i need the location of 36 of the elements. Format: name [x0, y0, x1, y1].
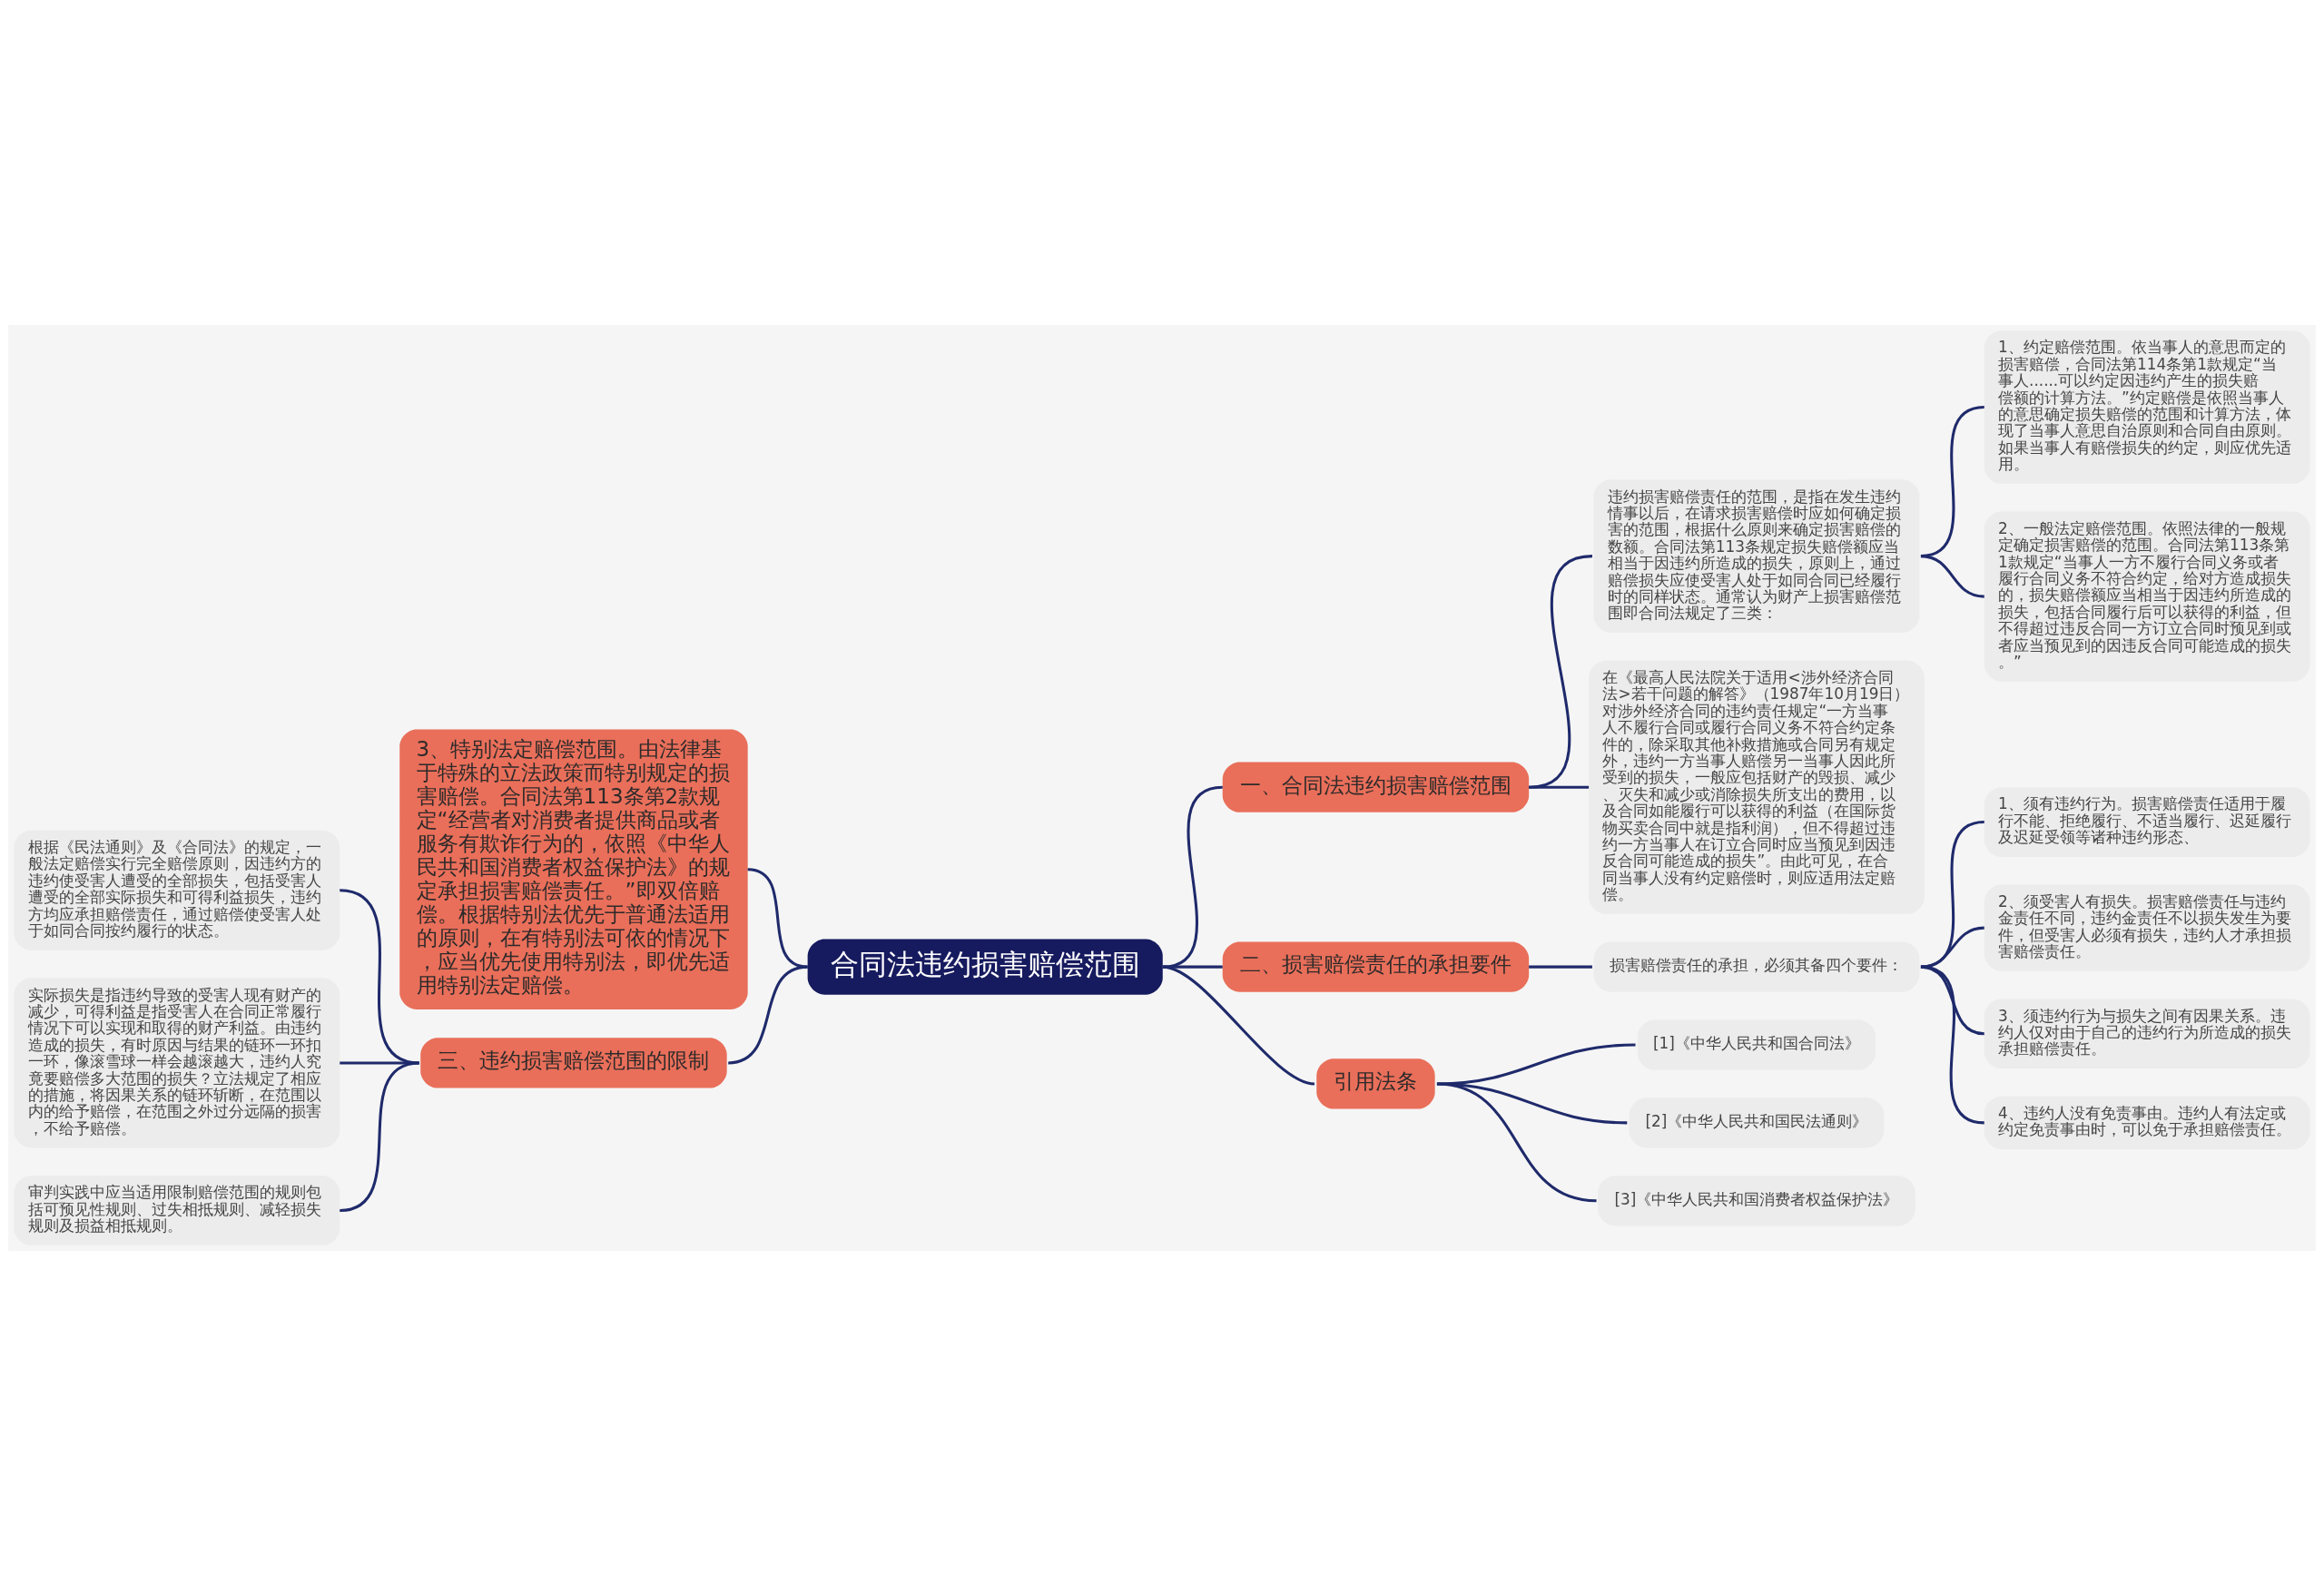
node-box: [3]《中华人民共和国消费者权益保护法》	[1598, 1175, 1915, 1226]
node-box: 2、一般法定赔偿范围。依照法律的一般规定确定损害赔偿的范围。合同法第113条第1款规定“当事人一方不履行合同义务或者履行合同义务不符合约定，给对方造成损失的，损失赔偿额应当相当于因违约所造成的损失，包括合同履行后可以获得的利益，但不得超过违反合同一方订立合同时预见到或者应当预见到的因违反合同可能造成的损失。”	[1984, 511, 2310, 682]
node-box: [2]《中华人民共和国民法通则》	[1629, 1097, 1885, 1147]
node-box: 4、违约人没有免责事由。违约人有法定或约定免责事由时，可以免于承担赔偿责任。	[1984, 1096, 2310, 1149]
node-box: 根据《民法通则》及《合同法》的规定，一般法定赔偿实行完全赔偿原则，因违约方的违约使受害人遭受的全部损失，包括受害人遭受的全部实际损失和可得利益损失，违约方均应承担赔偿责任，通过赔偿使受害人处于如同合同按约履行的状态。	[14, 830, 340, 950]
node-box: 实际损失是指违约导致的受害人现有财产的减少，可得利益是指受害人在合同正常履行情况下可以实现和取得的财产利益。由违约造成的损失，有时原因与结果的链环一环扣一环，像滚雪球一样会越滚越大，违约人究竟要赔偿多大范围的损失？立法规定了相应的措施，将因果关系的链环斩断，在范围以内的给予赔偿，在范围之外过分远隔的损害，不给予赔偿。	[14, 977, 340, 1147]
node-box: 1、须有违约行为。损害赔偿责任适用于履行不能、拒绝履行、不适当履行、迟延履行及迟延受领等诸种违约形态、	[1984, 786, 2310, 857]
node-box: 1、约定赔偿范围。依当事人的意思而定的损害赔偿，合同法第114条第1款规定“当事人......可以约定因违约产生的损失赔偿额的计算方法。”约定赔偿是依照当事人的意思确定损失赔偿的范围和计算方法，体现了当事人意思自治原则和合同自由原则。如果当事人有赔偿损失的约定，则应优先适用。	[1984, 330, 2310, 484]
connector	[1920, 926, 1984, 969]
connector	[1529, 965, 1592, 969]
node-box: 二、损害赔偿责任的承担要件	[1222, 941, 1530, 992]
connector	[747, 867, 808, 969]
node-box: 违约损害赔偿责任的范围，是指在发生违约情事以后，在请求损害赔偿时应如何确定损害的范围，根据什么原则来确定损害赔偿的数额。合同法第113条规定损失赔偿额应当相当于因违约所造成的损失，原则上，通过赔偿损失应使受害人处于如同合同已经履行时的同样状态。通常认为财产上损害赔偿范围即合同法规定了三类：	[1593, 478, 1920, 633]
node-box: 在《最高人民法院关于适用<涉外经济合同法>若干问题的解答》（1987年10月19日）对涉外经济合同的违约责任规定“一方当事人不履行合同或履行合同义务不符合约定条件的，除采取其他补救措施或合同另有规定外，违约一方当事人赔偿另一当事人因此所受到的损失，一般应包括财产的毁损、减少、灭失和减少或消除损失所支出的费用，以及合同如能履行可以获得的利益（在国际货物买卖合同中就是指利润），但不得超过违约一方当事人在订立合同时应当预见到因违反合同可能造成的损失”。由此可见，在合同当事人没有约定赔偿时，则应适用法定赔偿。	[1589, 660, 1925, 914]
connector	[1528, 554, 1593, 789]
connector	[1920, 820, 1985, 969]
node-box: 合同法违约损害赔偿范围	[807, 938, 1163, 995]
connector	[1529, 785, 1590, 789]
node-box: 损害赔偿责任的承担，必须其备四个要件：	[1593, 941, 1920, 992]
node-box: 2、须受害人有损失。损害赔偿责任与违约金责任不同，违约金责任不以损失发生为要件，但受害人必须有损失，违约人才承担损害赔偿责任。	[1984, 884, 2310, 971]
node-box: 审判实践中应当适用限制赔偿范围的规则包括可预见性规则、过失相抵规则、减轻损失规则及损益相抵规则。	[14, 1175, 340, 1245]
node-box: 三、违约损害赔偿范围的限制	[420, 1037, 727, 1088]
node-box: 一、合同法违约损害赔偿范围	[1222, 762, 1530, 812]
connector	[1436, 1081, 1597, 1202]
connector	[1162, 965, 1315, 1085]
connector	[1162, 785, 1224, 969]
connector	[340, 1060, 419, 1064]
connector	[1920, 965, 1985, 1124]
node-box: 引用法条	[1316, 1058, 1435, 1109]
connector	[340, 1060, 419, 1212]
connector	[340, 888, 419, 1064]
node-box: [1]《中华人民共和国合同法》	[1637, 1019, 1876, 1070]
connector	[727, 965, 808, 1064]
node-box: 3、特别法定赔偿范围。由法律基于特殊的立法政策而特别规定的损害赔偿。合同法第113条第2款规定“经营者对消费者提供商品或者服务有欺诈行为的，依照《中华人民共和国消费者权益保护法》的规定承担损害赔偿责任。”即双倍赔偿。根据特别法优先于普通法适用的原则，在有特别法可依的情况下，应当优先使用特别法，即优先适用特别法定赔偿。	[399, 729, 748, 1009]
connector	[1920, 554, 1984, 598]
node-box: 3、须违约行为与损失之间有因果关系。违约人仅对由于自己的违约行为所造成的损失承担赔偿责任。	[1984, 998, 2310, 1068]
